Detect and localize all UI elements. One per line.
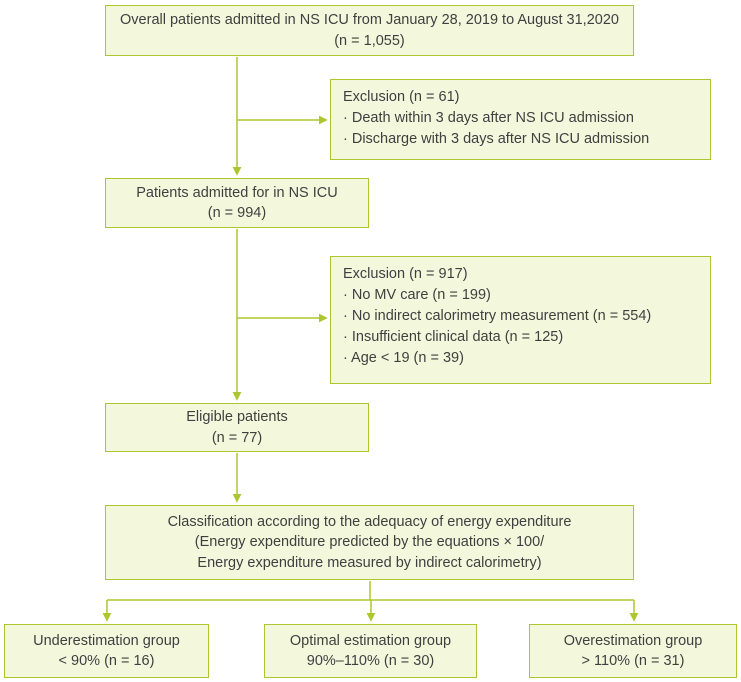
admitted-patients-text: Patients admitted for in NS ICU (136, 184, 338, 201)
classification-line3: Energy expenditure measured by indirect … (197, 554, 542, 571)
exclusion1-box: Exclusion (n = 61) · Death within 3 days… (330, 79, 711, 160)
classification-line2: (Energy expenditure predicted by the equ… (194, 534, 545, 551)
overall-patients-text: Overall patients admitted in NS ICU from… (120, 12, 619, 29)
classification-line1: Classification according to the adequacy… (167, 514, 572, 531)
optimal-estimation-group-count: 90%–110% (n = 30) (306, 653, 435, 669)
eligible-patients-count: (n = 77) (211, 429, 263, 446)
overall-patients-count: (n = 1,055) (334, 32, 405, 49)
exclusion1-item: · Death within 3 days after NS ICU admis… (343, 110, 634, 127)
eligible-patients-text: Eligible patients (186, 409, 288, 426)
overestimation-group-box: Overestimation group > 110% (n = 31) (529, 624, 737, 678)
exclusion2-item: · No MV care (n = 199) (343, 287, 491, 304)
admitted-patients-count: (n = 994) (207, 205, 267, 221)
underestimation-group-box: Underestimation group < 90% (n = 16) (4, 624, 209, 678)
admitted-patients-box: Patients admitted for in NS ICU (n = 994… (105, 178, 369, 228)
exclusion2-item: · Insufficient clinical data (n = 125) (343, 329, 564, 346)
overestimation-group-count: > 110% (n = 31) (581, 653, 685, 669)
eligible-patients-box: Eligible patients (n = 77) (105, 403, 369, 452)
overestimation-group-label: Overestimation group (563, 632, 703, 649)
exclusion2-item: · No indirect calorimetry measurement (n… (343, 308, 652, 325)
overall-patients-box: Overall patients admitted in NS ICU from… (105, 5, 634, 56)
optimal-estimation-group-box: Optimal estimation group 90%–110% (n = 3… (264, 624, 477, 678)
exclusion2-title: Exclusion (n = 917) (343, 266, 468, 282)
underestimation-group-count: < 90% (n = 16) (58, 653, 155, 669)
exclusion2-box: Exclusion (n = 917) · No MV care (n = 19… (330, 256, 711, 384)
exclusion2-item: · Age < 19 (n = 39) (343, 350, 464, 367)
underestimation-group-label: Underestimation group (33, 632, 180, 649)
exclusion1-title: Exclusion (n = 61) (343, 89, 460, 105)
exclusion1-item: · Discharge with 3 days after NS ICU adm… (343, 131, 650, 148)
classification-box: Classification according to the adequacy… (105, 505, 634, 580)
optimal-estimation-group-label: Optimal estimation group (289, 632, 452, 649)
